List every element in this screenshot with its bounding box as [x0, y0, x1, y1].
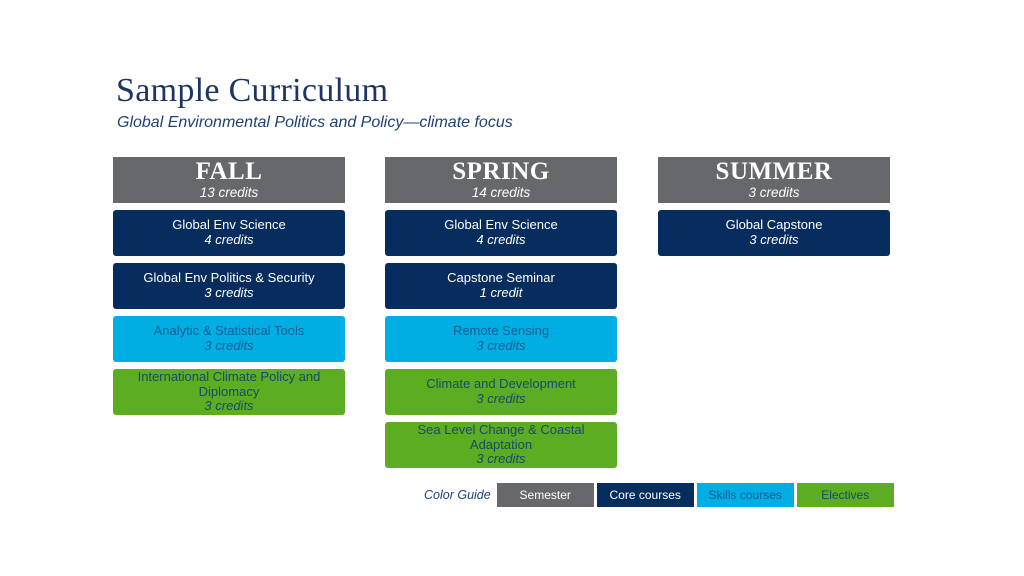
course-title: Sea Level Change & Coastal Adaptation — [417, 422, 585, 452]
column-summer: SUMMER 3 credits Global Capstone 3 credi… — [658, 157, 890, 256]
course-credits: 3 credits — [476, 391, 526, 406]
course-box: Remote Sensing 3 credits — [385, 316, 617, 362]
course-title: Climate and Development — [426, 376, 576, 392]
semester-name: SUMMER — [715, 158, 833, 186]
course-box: Global Capstone 3 credits — [658, 210, 890, 256]
course-box: Global Env Politics & Security 3 credits — [113, 263, 345, 309]
semester-header-spring: SPRING 14 credits — [385, 157, 617, 203]
course-title: Global Env Science — [444, 217, 558, 233]
legend-swatch-skills-courses: Skills courses — [696, 483, 794, 507]
semester-header-fall: FALL 13 credits — [113, 157, 345, 203]
course-box: International Climate Policy and Diploma… — [113, 369, 345, 415]
course-credits: 3 credits — [476, 338, 526, 353]
semester-credits: 14 credits — [471, 185, 531, 201]
course-credits: 4 credits — [476, 232, 526, 247]
semester-credits: 3 credits — [748, 185, 800, 201]
semester-header-summer: SUMMER 3 credits — [658, 157, 890, 203]
course-credits: 3 credits — [749, 232, 799, 247]
course-box: Global Env Science 4 credits — [113, 210, 345, 256]
page-title: Sample Curriculum — [116, 72, 389, 109]
legend-swatch-core-courses: Core courses — [596, 483, 694, 507]
course-box: Sea Level Change & Coastal Adaptation 3 … — [385, 422, 617, 468]
legend-swatch-electives: Electives — [796, 483, 894, 507]
course-title: Analytic & Statistical Tools — [153, 323, 305, 339]
course-title: Capstone Seminar — [447, 270, 555, 286]
legend-swatch-label: Skills courses — [708, 488, 782, 502]
course-title: Global Capstone — [725, 217, 823, 233]
course-box: Capstone Seminar 1 credit — [385, 263, 617, 309]
legend-swatch-label: Semester — [519, 488, 571, 502]
color-guide-legend: Color Guide Semester Core courses Skills… — [424, 483, 894, 507]
semester-name: SPRING — [452, 158, 550, 186]
color-guide-label: Color Guide — [424, 488, 491, 502]
course-box: Analytic & Statistical Tools 3 credits — [113, 316, 345, 362]
course-box: Climate and Development 3 credits — [385, 369, 617, 415]
course-credits: 3 credits — [204, 398, 254, 414]
legend-swatch-semester: Semester — [496, 483, 594, 507]
column-spring: SPRING 14 credits Global Env Science 4 c… — [385, 157, 617, 468]
course-title: Global Env Science — [172, 217, 286, 233]
course-credits: 3 credits — [476, 451, 526, 467]
semester-credits: 13 credits — [199, 185, 259, 201]
legend-swatch-label: Core courses — [609, 488, 681, 502]
course-credits: 4 credits — [204, 232, 254, 247]
course-box: Global Env Science 4 credits — [385, 210, 617, 256]
legend-swatch-label: Electives — [821, 488, 870, 502]
course-title: Global Env Politics & Security — [143, 270, 315, 286]
course-title: Remote Sensing — [452, 323, 550, 339]
column-fall: FALL 13 credits Global Env Science 4 cre… — [113, 157, 345, 415]
page-subtitle: Global Environmental Politics and Policy… — [117, 114, 513, 131]
course-title: International Climate Policy and Diploma… — [137, 369, 321, 399]
semester-name: FALL — [195, 158, 263, 186]
course-credits: 1 credit — [479, 285, 523, 300]
course-credits: 3 credits — [204, 338, 254, 353]
course-credits: 3 credits — [204, 285, 254, 300]
